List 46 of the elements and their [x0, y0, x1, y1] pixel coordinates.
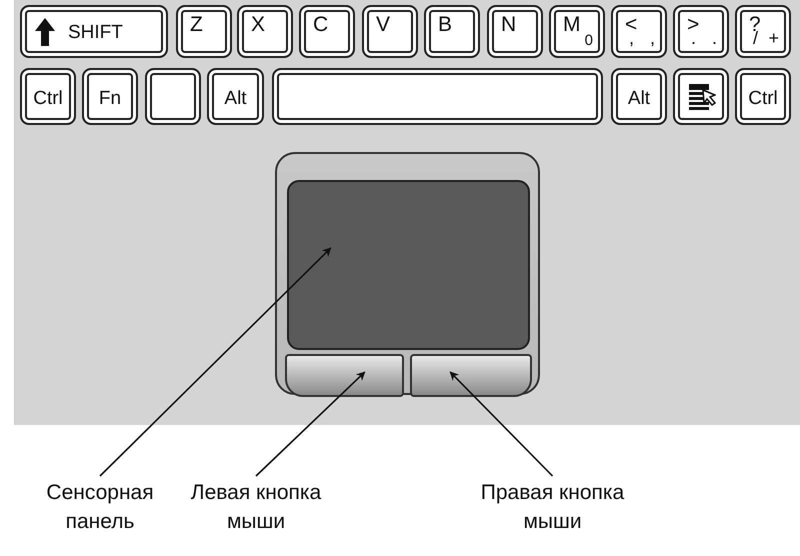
keyboard-key [82, 68, 138, 125]
leader-line [99, 247, 332, 477]
key-label: Alt [223, 89, 248, 108]
key-label: V [376, 14, 390, 35]
key-label: . [712, 29, 717, 47]
touchpad-frame [275, 152, 540, 395]
leader-line [450, 371, 554, 477]
keyboard-key [272, 68, 603, 125]
callout-label: Правая кнопка мыши [480, 478, 625, 537]
key-label: Z [190, 14, 203, 35]
key-label: X [251, 14, 266, 35]
key-label: M [563, 14, 580, 35]
key-label: Ctrl [32, 89, 64, 108]
key-label: Ctrl [747, 89, 779, 108]
keyboard-key [735, 68, 791, 125]
key-label: 0 [584, 33, 593, 48]
key-label: + [768, 29, 779, 47]
keyboard-key [145, 68, 201, 125]
key-label: N [501, 14, 516, 35]
keyboard-key [20, 5, 168, 58]
keyboard-key [487, 5, 543, 58]
keyboard-key [673, 5, 729, 58]
keyboard-key [611, 5, 667, 58]
callout-label: Левая кнопка мыши [185, 478, 327, 537]
keyboard-key [362, 5, 418, 58]
keyboard-key [673, 68, 729, 125]
keyboard-key [207, 68, 264, 125]
key-label: B [438, 14, 452, 35]
keyboard-key [20, 68, 76, 125]
mouse-button [285, 354, 404, 397]
keyboard-key [299, 5, 355, 58]
key-label: Fn [98, 89, 122, 108]
callout-label: Сенсорная панель [40, 478, 160, 537]
keyboard-key [611, 68, 667, 125]
key-label: SHIFT [68, 23, 123, 42]
key-label: , [650, 29, 655, 47]
keyboard-key [735, 5, 791, 58]
key-label: Alt [626, 89, 652, 108]
keyboard-key [549, 5, 605, 58]
keyboard-key [176, 5, 232, 58]
keyboard-key [424, 5, 480, 58]
leader-line [255, 371, 366, 477]
key-label: C [313, 14, 328, 35]
keyboard-key [237, 5, 293, 58]
mouse-button [410, 354, 532, 397]
touchpad-surface [287, 180, 530, 350]
